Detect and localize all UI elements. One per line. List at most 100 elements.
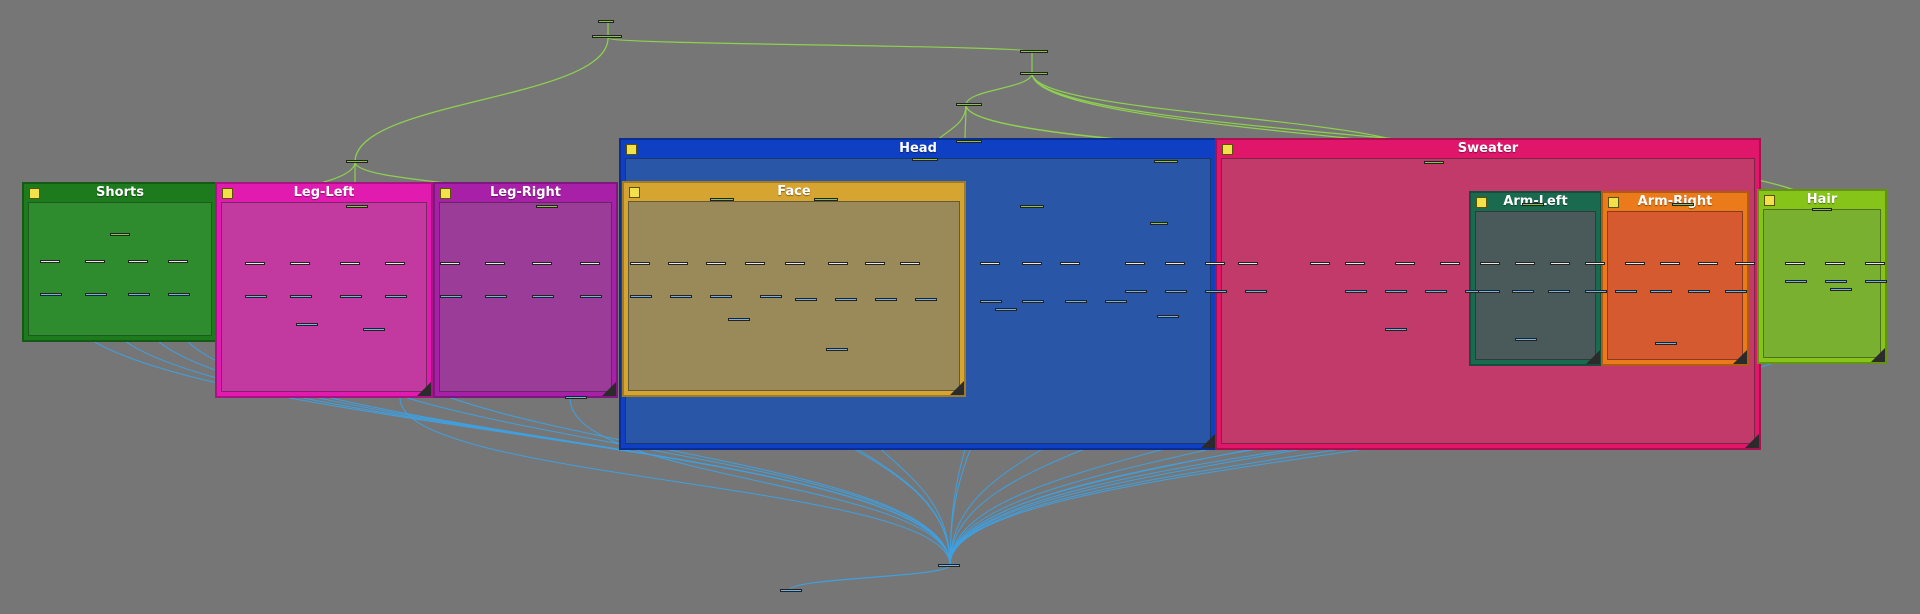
graph-node[interactable]	[245, 262, 265, 265]
resize-handle[interactable]	[1586, 350, 1600, 364]
graph-node[interactable]	[440, 262, 460, 265]
graph-node[interactable]	[956, 103, 982, 106]
graph-node[interactable]	[1812, 208, 1832, 211]
graph-node[interactable]	[728, 318, 750, 321]
graph-node[interactable]	[915, 298, 937, 301]
graph-node[interactable]	[1425, 290, 1447, 293]
graph-node[interactable]	[1395, 262, 1415, 265]
graph-node[interactable]	[40, 260, 60, 263]
graph-node[interactable]	[565, 396, 587, 399]
graph-node[interactable]	[1022, 300, 1044, 303]
graph-node[interactable]	[1345, 290, 1367, 293]
graph-node[interactable]	[1650, 290, 1672, 293]
graph-node[interactable]	[785, 262, 805, 265]
group-color-icon[interactable]	[1608, 197, 1619, 208]
graph-node[interactable]	[1105, 300, 1127, 303]
graph-node[interactable]	[385, 262, 405, 265]
group-frame-arm-right[interactable]: Arm-Right	[1601, 191, 1749, 366]
graph-node[interactable]	[1625, 262, 1645, 265]
graph-node[interactable]	[900, 262, 920, 265]
graph-node[interactable]	[630, 262, 650, 265]
group-frame-leg-right[interactable]: Leg-Right	[433, 182, 618, 398]
graph-node[interactable]	[1698, 262, 1718, 265]
graph-node[interactable]	[1548, 290, 1570, 293]
group-frame-face[interactable]: Face	[622, 181, 966, 397]
resize-handle[interactable]	[1201, 434, 1215, 448]
graph-node[interactable]	[1522, 203, 1544, 206]
graph-node[interactable]	[128, 293, 150, 296]
graph-node[interactable]	[706, 262, 726, 265]
graph-node[interactable]	[670, 295, 692, 298]
graph-node[interactable]	[938, 564, 960, 567]
graph-node[interactable]	[865, 262, 885, 265]
graph-node[interactable]	[1424, 161, 1444, 164]
graph-node[interactable]	[580, 262, 600, 265]
graph-node[interactable]	[1785, 262, 1805, 265]
graph-node[interactable]	[814, 198, 838, 201]
group-frame-hair[interactable]: Hair	[1757, 189, 1887, 364]
graph-node[interactable]	[1825, 280, 1847, 283]
graph-node[interactable]	[1480, 262, 1500, 265]
graph-node[interactable]	[1615, 290, 1637, 293]
graph-node[interactable]	[340, 262, 360, 265]
resize-handle[interactable]	[602, 382, 616, 396]
group-frame-arm-left[interactable]: Arm-Left	[1469, 191, 1602, 366]
graph-node[interactable]	[1020, 50, 1048, 53]
graph-node[interactable]	[1245, 290, 1267, 293]
group-color-icon[interactable]	[29, 188, 40, 199]
graph-node[interactable]	[760, 295, 782, 298]
graph-node[interactable]	[795, 298, 817, 301]
graph-node[interactable]	[1205, 290, 1227, 293]
graph-node[interactable]	[1825, 262, 1845, 265]
graph-node[interactable]	[710, 198, 734, 201]
graph-node[interactable]	[296, 323, 318, 326]
resize-handle[interactable]	[1745, 434, 1759, 448]
graph-node[interactable]	[1345, 262, 1365, 265]
graph-node[interactable]	[980, 262, 1000, 265]
group-color-icon[interactable]	[1764, 195, 1775, 206]
resize-handle[interactable]	[1733, 350, 1747, 364]
graph-node[interactable]	[1865, 262, 1885, 265]
graph-node[interactable]	[1655, 342, 1677, 345]
graph-node[interactable]	[826, 348, 848, 351]
graph-node[interactable]	[745, 262, 765, 265]
graph-node[interactable]	[1150, 222, 1168, 225]
graph-node[interactable]	[668, 262, 688, 265]
graph-node[interactable]	[532, 295, 554, 298]
graph-node[interactable]	[1515, 262, 1535, 265]
graph-node[interactable]	[532, 262, 552, 265]
graph-node[interactable]	[1585, 262, 1605, 265]
graph-node[interactable]	[980, 300, 1002, 303]
graph-node[interactable]	[1020, 205, 1044, 208]
graph-node[interactable]	[1165, 262, 1185, 265]
graph-node[interactable]	[1865, 280, 1887, 283]
graph-node[interactable]	[485, 295, 507, 298]
graph-node[interactable]	[346, 205, 368, 208]
graph-node[interactable]	[828, 262, 848, 265]
graph-node[interactable]	[290, 295, 312, 298]
graph-node[interactable]	[995, 308, 1017, 311]
group-frame-leg-left[interactable]: Leg-Left	[215, 182, 433, 398]
graph-node[interactable]	[290, 262, 310, 265]
group-color-icon[interactable]	[629, 187, 640, 198]
resize-handle[interactable]	[417, 382, 431, 396]
graph-node[interactable]	[1238, 262, 1258, 265]
graph-node[interactable]	[1735, 262, 1755, 265]
graph-node[interactable]	[245, 295, 267, 298]
graph-node[interactable]	[956, 140, 982, 143]
graph-node[interactable]	[1512, 290, 1534, 293]
group-color-icon[interactable]	[1476, 197, 1487, 208]
graph-node[interactable]	[1515, 338, 1537, 341]
group-color-icon[interactable]	[440, 188, 451, 199]
graph-node[interactable]	[128, 260, 148, 263]
graph-node[interactable]	[598, 20, 614, 23]
graph-node[interactable]	[1022, 262, 1042, 265]
graph-node[interactable]	[536, 205, 558, 208]
graph-node[interactable]	[440, 295, 462, 298]
graph-node[interactable]	[346, 160, 368, 163]
graph-node[interactable]	[85, 293, 107, 296]
graph-node[interactable]	[1205, 262, 1225, 265]
graph-node[interactable]	[1585, 290, 1607, 293]
graph-node[interactable]	[1385, 328, 1407, 331]
